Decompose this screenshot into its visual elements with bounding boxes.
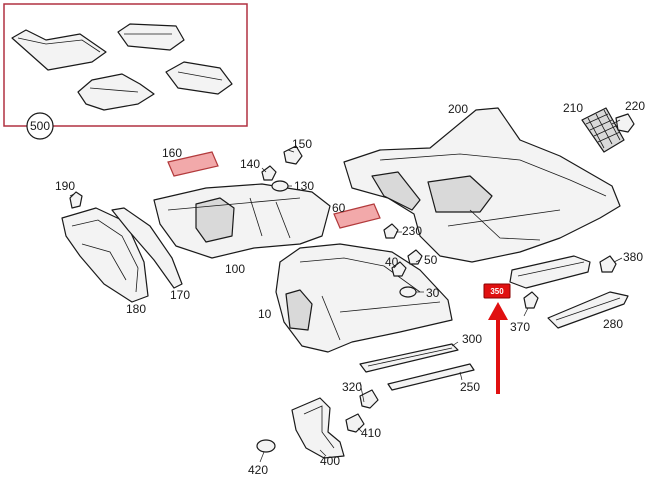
clip-50: [407, 249, 423, 265]
label-230: 230: [402, 224, 422, 238]
arrow-head: [488, 302, 508, 320]
label-10: 10: [258, 307, 272, 321]
label-250: 250: [460, 380, 480, 394]
clip-190: [69, 191, 83, 209]
label-300: 300: [462, 332, 482, 346]
clip-230: [383, 223, 399, 239]
pad-60: [333, 203, 381, 229]
clip-420: [256, 439, 276, 453]
label-50: 50: [424, 253, 438, 267]
wheel-arch-panel-400: [291, 397, 345, 459]
label-350: 350: [490, 287, 504, 296]
label-160: 160: [162, 146, 182, 160]
rear-panel-100: [153, 183, 331, 259]
label-100: 100: [225, 262, 245, 276]
mat-front-right: [117, 23, 185, 51]
clip-320: [359, 389, 379, 409]
clip-410: [345, 413, 365, 433]
mat-set-frame: [3, 3, 248, 127]
clip-140: [261, 165, 277, 181]
clip-130: [271, 180, 289, 192]
floor-mat-set-500: 500: [3, 3, 248, 140]
clip-30: [399, 286, 417, 298]
label-320: 320: [342, 380, 362, 394]
label-60: 60: [332, 201, 346, 215]
mat-front-left: [11, 29, 107, 71]
trim-strip-170: [111, 207, 183, 289]
label-420: 420: [248, 463, 268, 477]
sill-trim-350: [509, 255, 591, 289]
leader-lines: [69, 119, 623, 463]
sill-strip-250: [387, 363, 475, 391]
clip-370: [523, 291, 539, 309]
label-30: 30: [426, 286, 440, 300]
sill-strip-280: [547, 291, 629, 329]
label-190: 190: [55, 179, 75, 193]
clip-40: [391, 261, 407, 277]
label-140: 140: [240, 157, 260, 171]
mat-rear-right: [165, 61, 233, 95]
label-200: 200: [448, 102, 468, 116]
label-40: 40: [385, 255, 399, 269]
floor-carpet-200: [343, 107, 621, 263]
pad-160: [167, 151, 219, 177]
label-500: 500: [30, 119, 50, 133]
label-400: 400: [320, 454, 340, 468]
mat-rear-left: [77, 73, 155, 111]
clip-380: [599, 255, 617, 273]
label-410: 410: [361, 426, 381, 440]
highlight-callout-350: 350: [483, 283, 511, 394]
label-280: 280: [603, 317, 623, 331]
side-panel-180: [61, 191, 149, 303]
label-130: 130: [294, 179, 314, 193]
label-370: 370: [510, 320, 530, 334]
label-150: 150: [292, 137, 312, 151]
trunk-liner-10: [275, 243, 453, 353]
label-380: 380: [623, 250, 643, 264]
label-220: 220: [625, 99, 645, 113]
callout-circle-500: [26, 112, 54, 140]
label-210: 210: [563, 101, 583, 115]
label-180: 180: [126, 302, 146, 316]
clip-220: [615, 113, 635, 133]
callout-badge: [483, 283, 511, 299]
label-170: 170: [170, 288, 190, 302]
mesh-pad-210: [581, 107, 625, 153]
sill-strip-300: [359, 343, 459, 373]
